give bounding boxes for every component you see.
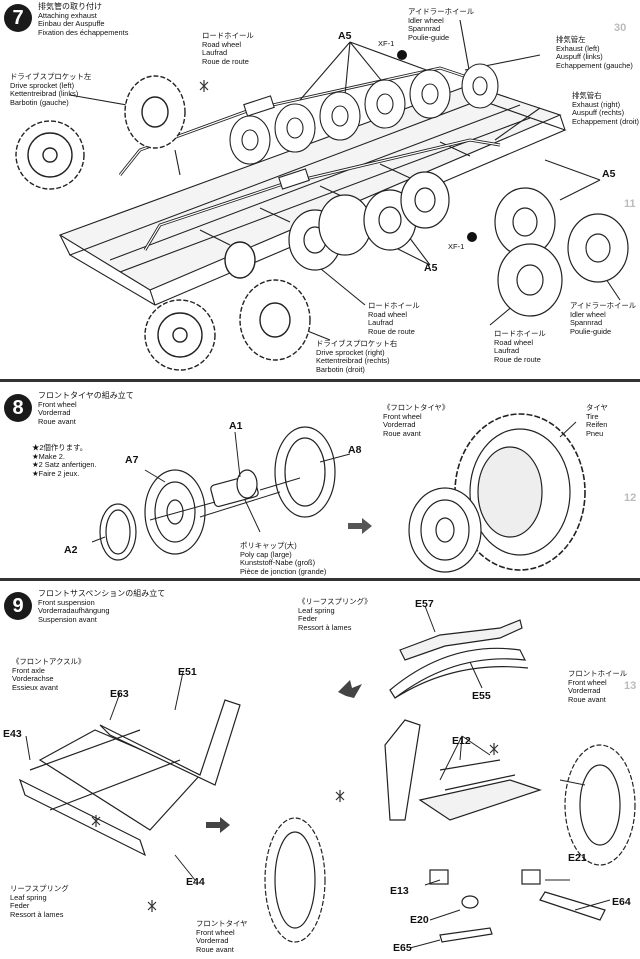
polycap-label: ポリキャップ(大)Poly cap (large) Kunststoff-Nab…	[240, 541, 327, 576]
paint-code-xf1: XF-1	[448, 242, 465, 251]
margin-page-mark: 13	[624, 680, 637, 692]
step-number: 9	[4, 592, 32, 620]
step-number: 7	[4, 4, 32, 32]
part-e64: E64	[612, 896, 631, 908]
part-e65: E65	[393, 942, 412, 954]
part-a7: A7	[125, 454, 139, 466]
margin-page-mark: 11	[624, 198, 636, 210]
part-e63: E63	[110, 688, 129, 700]
step-7-illustration	[15, 19, 629, 371]
part-a5: A5	[602, 168, 616, 180]
step-divider	[0, 578, 640, 581]
part-e44: E44	[186, 876, 205, 888]
make-two-note: ★2個作ります。★Make 2. ★2 Satz anfertigen.★Fai…	[32, 443, 97, 478]
part-e51: E51	[178, 666, 197, 678]
part-a2: A2	[64, 544, 78, 556]
part-a8: A8	[348, 444, 362, 456]
part-e57: E57	[415, 598, 434, 610]
part-e13: E13	[390, 885, 409, 897]
step-8-illustration	[91, 413, 586, 573]
part-e43: E43	[3, 728, 22, 740]
part-e12: E12	[452, 735, 471, 747]
step-divider	[0, 379, 640, 382]
part-a5: A5	[338, 30, 352, 42]
step-number: 8	[4, 394, 32, 422]
part-a5: A5	[424, 262, 438, 274]
margin-page-mark: 12	[624, 492, 637, 504]
paint-code-xf1: XF-1	[378, 39, 395, 48]
part-e55: E55	[472, 690, 491, 702]
part-a1: A1	[229, 420, 243, 432]
step-9-illustration	[18, 605, 636, 949]
part-e21: E21	[568, 852, 587, 864]
margin-page-mark: 30	[614, 22, 627, 34]
part-e20: E20	[410, 914, 429, 926]
